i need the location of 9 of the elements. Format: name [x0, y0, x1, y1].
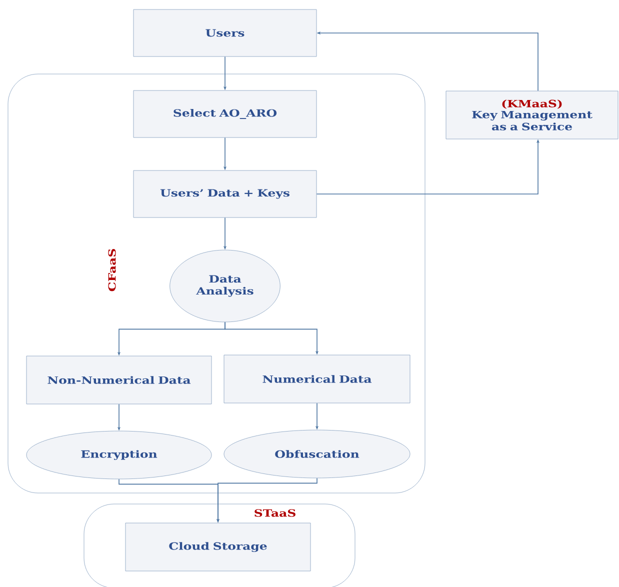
process-box: Non-Numerical Data — [26, 356, 212, 404]
container-label: CFaaS — [108, 249, 116, 292]
container-label: STaaS — [254, 509, 296, 517]
process-box: Users’ Data + Keys — [133, 170, 317, 218]
process-box: Numerical Data — [224, 354, 410, 404]
process-box: Cloud Storage — [125, 522, 311, 572]
process-box: Select AO_ARO — [133, 90, 317, 138]
process-box: Users — [133, 9, 317, 57]
service-box: (KMaaS) Key Management as a Service — [446, 90, 618, 140]
